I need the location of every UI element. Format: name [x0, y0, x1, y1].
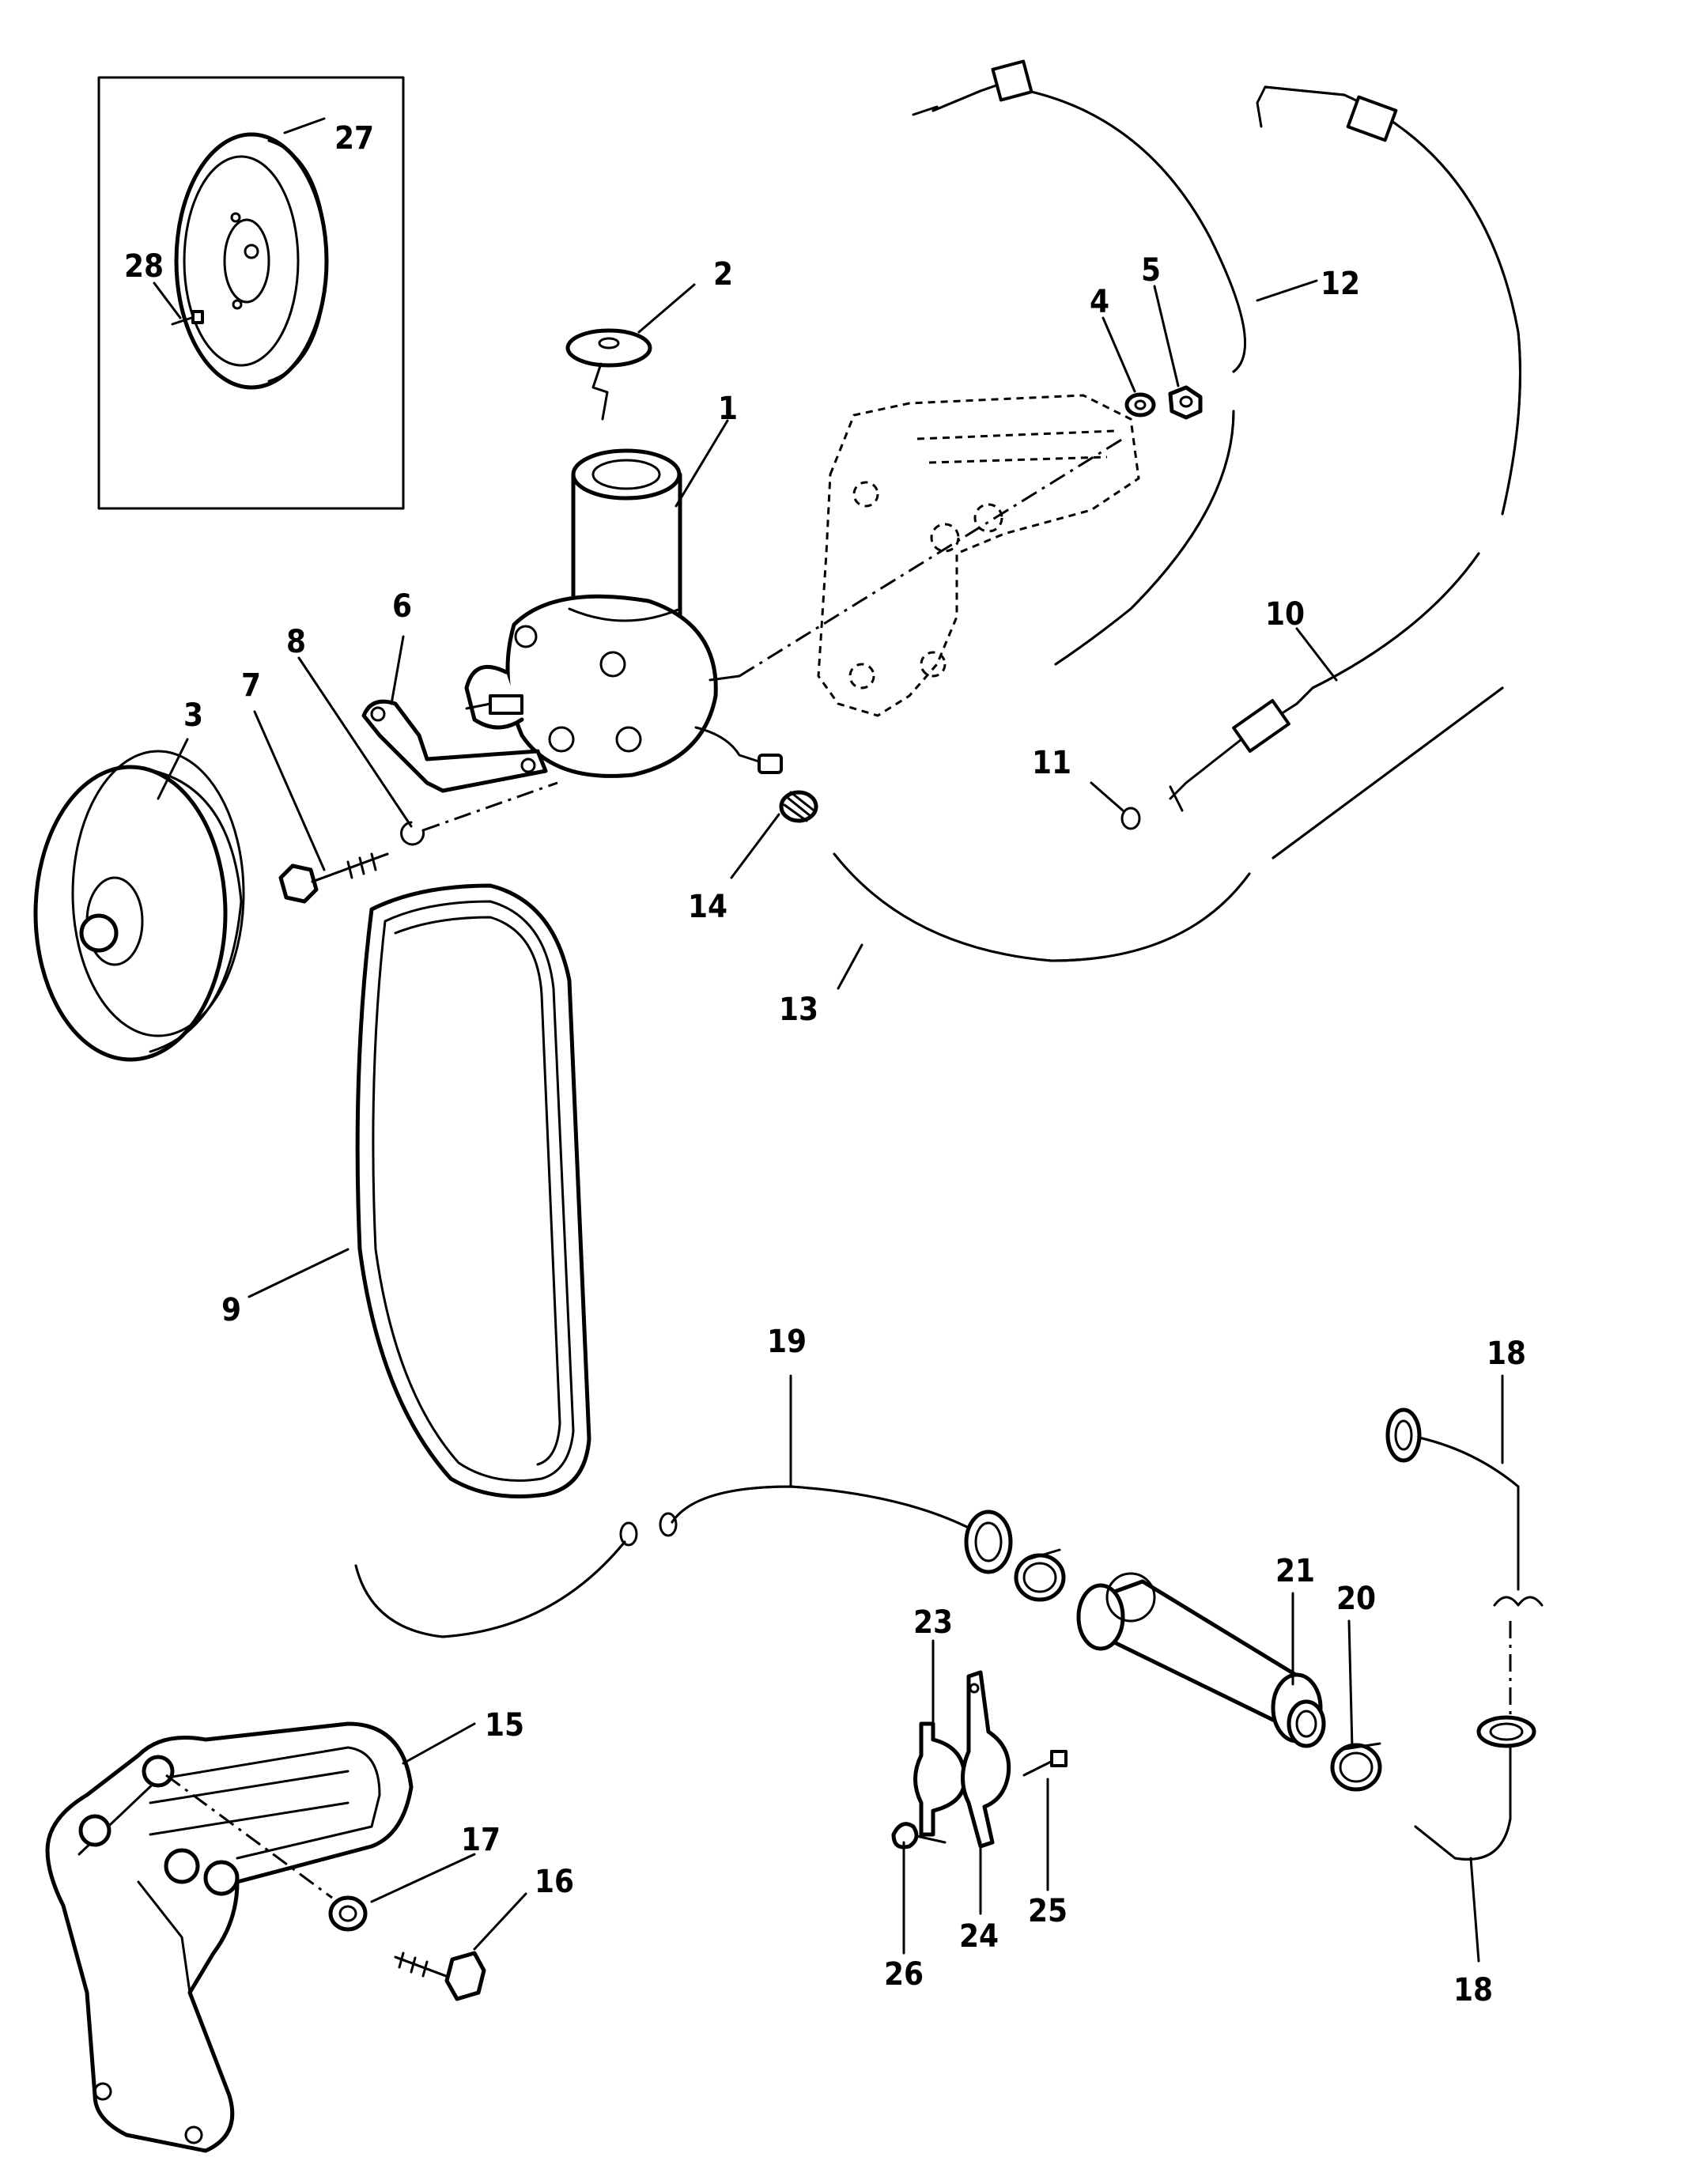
bracket-24-part	[961, 1670, 1011, 1849]
callout-10: 10	[1265, 596, 1305, 633]
washer-4-part	[1124, 392, 1156, 418]
bolt-7-part	[278, 852, 389, 904]
callout-24: 24	[959, 1918, 999, 1955]
washer-17-part	[328, 1895, 368, 1932]
pulley-27-part	[174, 132, 329, 390]
callout-7: 7	[241, 667, 261, 704]
hose-12-part	[912, 59, 1247, 666]
leader-lines	[157, 279, 1504, 1963]
o-ring-11-part	[1120, 807, 1141, 830]
callout-28: 28	[124, 248, 164, 285]
callout-3: 3	[183, 697, 203, 734]
hose-clamp-part	[1014, 1548, 1066, 1602]
callout-12: 12	[1321, 266, 1360, 302]
callout-26: 26	[884, 1956, 924, 1993]
bolt-centerline	[422, 781, 558, 832]
callout-23: 23	[913, 1604, 953, 1641]
callout-6: 6	[392, 588, 412, 625]
brace-6-part	[361, 699, 548, 793]
bracket-15-part	[45, 1721, 414, 2153]
hose-18-upper-part	[1385, 1407, 1544, 1607]
belt-9-part	[355, 883, 591, 1498]
lockwasher-8-part	[400, 821, 425, 846]
callout-20: 20	[1336, 1581, 1376, 1617]
callout-labels: 27 28 2 1 4 5 12 6 8 7 3 10 11 14 13 9 1…	[124, 120, 1526, 2008]
clamp-14-part	[779, 790, 818, 823]
screw-25-part	[1022, 1750, 1068, 1777]
callout-11: 11	[1032, 745, 1071, 781]
power-steering-pump-1-part	[464, 448, 783, 778]
callout-4: 4	[1090, 284, 1109, 320]
bracket-23-part	[908, 1721, 967, 1844]
screw-28-part	[171, 310, 204, 326]
clamp-20-part	[1330, 1742, 1382, 1792]
pump-to-bracket-centerline	[739, 437, 1124, 678]
callout-9: 9	[221, 1292, 241, 1328]
callout-14: 14	[688, 889, 727, 925]
hose-10-part	[1169, 85, 1521, 812]
hose-13-part	[833, 686, 1504, 962]
callout-19: 19	[767, 1324, 807, 1360]
phantom-bracket	[817, 394, 1140, 717]
hose-18-lower-part	[1414, 1715, 1536, 1861]
callout-16: 16	[535, 1864, 574, 1900]
cooler-21-part	[1076, 1572, 1326, 1748]
callout-8: 8	[286, 624, 306, 660]
callout-25: 25	[1028, 1893, 1068, 1929]
reservoir-cap-2-part	[565, 328, 652, 421]
callout-17: 17	[461, 1822, 501, 1858]
callout-27: 27	[334, 120, 374, 157]
nut-26-part	[891, 1822, 919, 1850]
callout-18-lower: 18	[1453, 1972, 1493, 2008]
hose-19-part	[354, 1485, 1013, 1638]
inset-box	[97, 76, 405, 510]
callout-18-upper: 18	[1487, 1336, 1526, 1372]
bracket-15-centerline	[165, 1774, 333, 1899]
callout-1: 1	[718, 391, 738, 427]
callout-13: 13	[779, 992, 818, 1028]
callout-2: 2	[713, 256, 733, 293]
callout-21: 21	[1275, 1553, 1315, 1589]
callout-15: 15	[485, 1707, 524, 1744]
nut-5-part	[1168, 385, 1203, 420]
pulley-3-part	[33, 750, 245, 1062]
callout-5: 5	[1141, 252, 1161, 289]
bolt-16-part	[394, 1951, 486, 2001]
